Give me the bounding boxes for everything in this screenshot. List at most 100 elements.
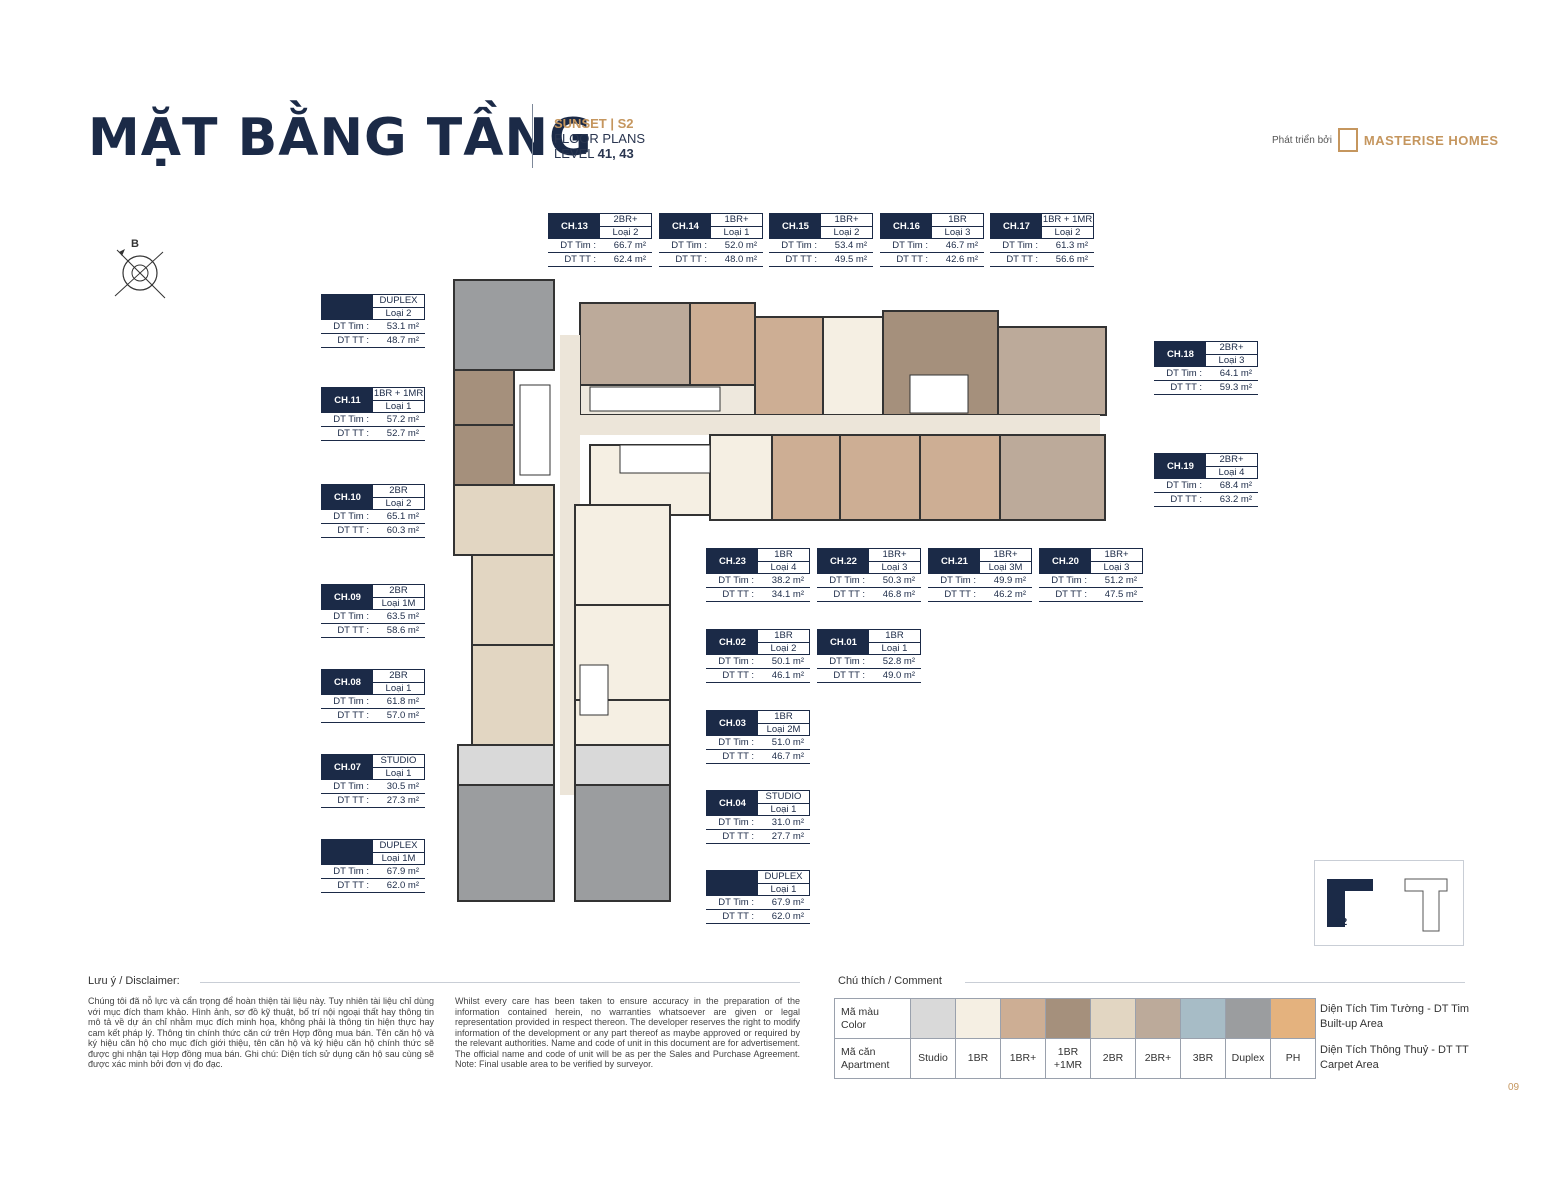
- legend-type: 1BR +1MR: [1045, 1038, 1091, 1079]
- builtup-area: 38.2 m²: [771, 575, 804, 586]
- carpet-area: 62.4 m²: [613, 254, 646, 265]
- unit-code: CH.18: [1155, 342, 1206, 366]
- legend-heading: Chú thích / Comment: [838, 975, 942, 987]
- builtup-area: 65.1 m²: [386, 511, 419, 522]
- unit-variant: Loại 2: [385, 497, 412, 509]
- legend-swatch: [955, 998, 1001, 1039]
- unit-code: CH.20: [1040, 549, 1091, 573]
- unit-code: CH.01: [818, 630, 869, 654]
- unit-type: 1BR: [758, 630, 809, 643]
- unit-variant: Loại 3: [1218, 354, 1245, 366]
- unit-type: STUDIO: [373, 755, 424, 768]
- unit-code: CH.02: [707, 630, 758, 654]
- legend-type: PH: [1270, 1038, 1316, 1079]
- legend-type: Duplex: [1225, 1038, 1271, 1079]
- unit-variant: Loại 2: [770, 642, 797, 654]
- level-numbers: 41, 43: [597, 146, 634, 161]
- legend-type: 2BR+: [1135, 1038, 1181, 1079]
- subtitle-block: SUNSET | S2 FLOOR PLANS LEVEL 41, 43: [554, 116, 646, 161]
- unit-variant: Loại 1: [723, 226, 750, 238]
- carpet-area: 60.3 m²: [386, 525, 419, 536]
- brand-name: MASTERISE HOMES: [1363, 132, 1499, 148]
- unit-code: CH.23: [707, 549, 758, 573]
- floor-plan-drawing: [453, 279, 1107, 902]
- unit-type: 2BR: [373, 670, 424, 683]
- unit-code: CH.16: [881, 214, 932, 238]
- builtup-area: 50.3 m²: [882, 575, 915, 586]
- unit-variant: Loại 2: [385, 307, 412, 319]
- unit-variant: Loại 3: [944, 226, 971, 238]
- unit-code: CH.14: [660, 214, 711, 238]
- unit-code: [322, 840, 373, 864]
- key-plan-label: S2: [1335, 917, 1348, 928]
- unit-variant: Loại 2: [1054, 226, 1081, 238]
- page-title: MẶT BẰNG TẦNG: [88, 108, 593, 168]
- carpet-area: 58.6 m²: [386, 625, 419, 636]
- key-plan-map: S2: [1314, 860, 1464, 946]
- carpet-area: 42.6 m²: [945, 254, 978, 265]
- unit-type: 2BR: [373, 485, 424, 498]
- legend-type: 1BR: [955, 1038, 1001, 1079]
- unit-variant: Loại 1: [770, 883, 797, 895]
- north-compass-icon: B: [114, 238, 166, 299]
- unit-type: 2BR+: [1206, 342, 1257, 355]
- unit-type: STUDIO: [758, 791, 809, 804]
- unit-code: CH.19: [1155, 454, 1206, 478]
- builtup-area: 66.7 m²: [613, 240, 646, 251]
- unit-variant: Loại 3: [881, 561, 908, 573]
- unit-type: 2BR: [373, 585, 424, 598]
- builtup-area: 61.8 m²: [386, 696, 419, 707]
- carpet-area: 46.7 m²: [771, 751, 804, 762]
- unit-code: CH.04: [707, 791, 758, 815]
- unit-type: 1BR + 1MR: [373, 387, 424, 401]
- unit-variant: Loại 1: [881, 642, 908, 654]
- unit-type: 2BR+: [600, 214, 651, 227]
- unit-type: 1BR+: [1091, 549, 1142, 562]
- builtup-area: 61.3 m²: [1055, 240, 1088, 251]
- unit-type: 1BR: [758, 549, 809, 562]
- builtup-area: 50.1 m²: [771, 656, 804, 667]
- developer-brand: Phát triển bởi MASTERISE HOMES: [1272, 128, 1499, 152]
- unit-code: CH.10: [322, 485, 373, 509]
- builtup-area: 57.2 m²: [386, 414, 419, 425]
- builtup-area: 51.2 m²: [1104, 575, 1137, 586]
- unit-code: CH.11: [322, 388, 373, 412]
- carpet-area: 59.3 m²: [1219, 382, 1252, 393]
- unit-type: 1BR+: [821, 214, 872, 227]
- unit-code: CH.09: [322, 585, 373, 609]
- disclaimer-heading: Lưu ý / Disclaimer:: [88, 975, 180, 987]
- unit-type: DUPLEX: [373, 840, 424, 853]
- legend-swatch: [1090, 998, 1136, 1039]
- unit-code: CH.03: [707, 711, 758, 735]
- builtup-area: 67.9 m²: [386, 866, 419, 877]
- unit-type: DUPLEX: [758, 871, 809, 884]
- carpet-area: 56.6 m²: [1055, 254, 1088, 265]
- carpet-area: 63.2 m²: [1219, 494, 1252, 505]
